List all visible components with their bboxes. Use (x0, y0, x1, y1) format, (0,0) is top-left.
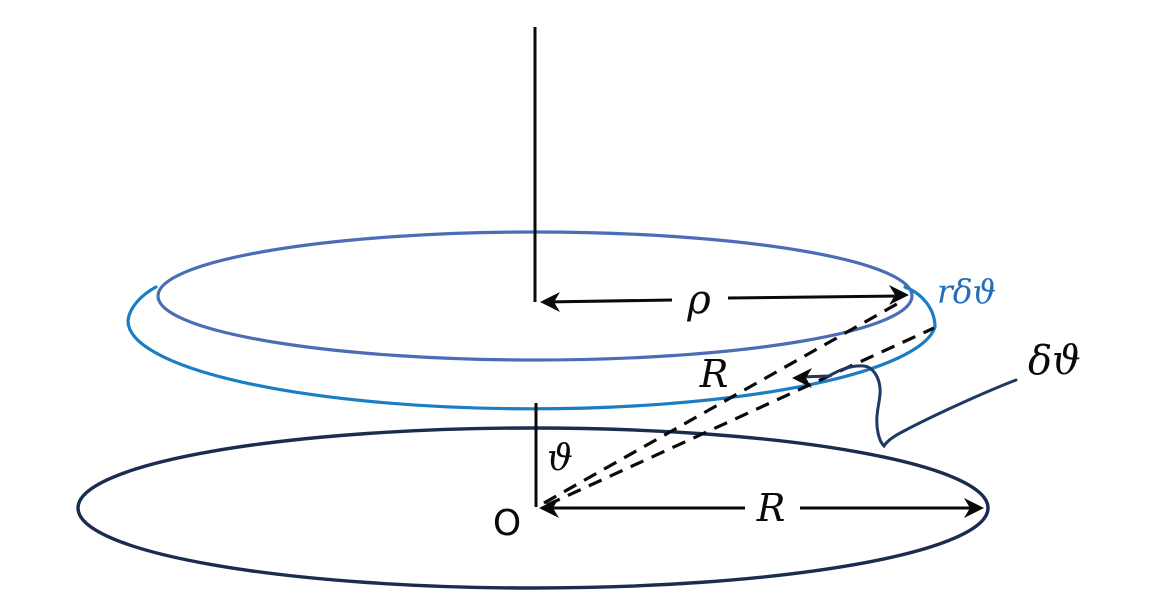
ring-bottom-curve (126, 285, 937, 411)
base-radius-label: R (756, 486, 786, 530)
rho-label: ρ (686, 277, 711, 323)
delta-theta-leader-line (799, 364, 1018, 449)
dashed-radius-upper (543, 298, 905, 505)
base-radius-arrowhead-right (964, 498, 984, 518)
delta-theta-leader-arrowhead (792, 368, 812, 388)
rho-arrowhead-left (540, 292, 560, 312)
delta-theta-label: δϑ (1028, 338, 1081, 384)
rho-arrowhead-right (889, 285, 909, 305)
base-radius-arrow (539, 498, 984, 518)
base-radius-arrowhead-left (539, 498, 559, 518)
slant-radius-label: R (699, 352, 729, 396)
dashed-radius-lower (546, 326, 935, 507)
origin-label: O (493, 503, 521, 544)
base-ellipse (76, 426, 990, 590)
rho-arrow (540, 285, 909, 312)
ring-element-label: rδϑ (937, 272, 996, 311)
theta-label: ϑ (547, 438, 573, 479)
